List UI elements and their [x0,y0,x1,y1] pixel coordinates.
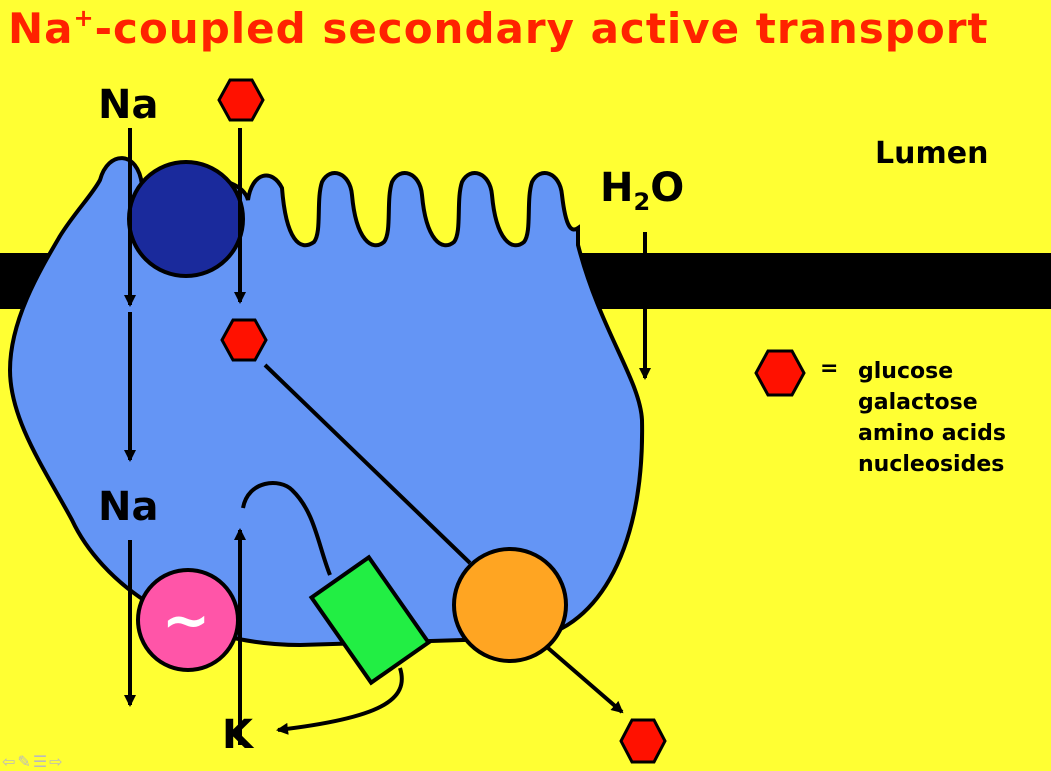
water-h: H [600,165,633,211]
legend-item-nucleosides: nucleosides [858,449,1006,480]
lumen-label: Lumen [875,136,988,171]
legend-item-galactose: galactose [858,387,1006,418]
solute-hexagon-cytosol [222,320,266,360]
slide-title: Na+-coupled secondary active transport [8,4,1048,53]
forward-arrow-icon[interactable]: ⇨ [49,752,64,771]
solute-hexagon-interstitium [621,720,665,762]
title-superscript: + [74,4,95,32]
solute-exit-arrow [548,648,622,712]
title-prefix: Na [8,4,74,53]
k-exit-arrow [278,668,402,730]
water-o: O [650,165,684,211]
solute-transporter [454,549,566,661]
legend-item-amino-acids: amino acids [858,418,1006,449]
solute-hexagon-lumen [219,80,263,120]
legend-list: glucose galactose amino acids nucleoside… [858,356,1006,480]
slide-nav: ⇦✎☰⇨ [2,752,65,771]
title-rest: -coupled secondary active transport [95,4,989,53]
k-label: K [222,712,253,758]
water-subscript: 2 [633,188,650,216]
legend-equals: = [820,356,838,381]
legend-item-glucose: glucose [858,356,1006,387]
water-label: H2O [600,165,684,216]
na-bottom-label: Na [98,484,158,530]
menu-icon[interactable]: ☰ [33,752,49,771]
na-top-label: Na [98,82,158,128]
pump-symbol: ~ [162,586,211,654]
na-cotransporter [129,162,243,276]
solute-hexagon-legend [756,351,804,395]
back-arrow-icon[interactable]: ⇦ [2,752,17,771]
pen-icon[interactable]: ✎ [17,752,32,771]
